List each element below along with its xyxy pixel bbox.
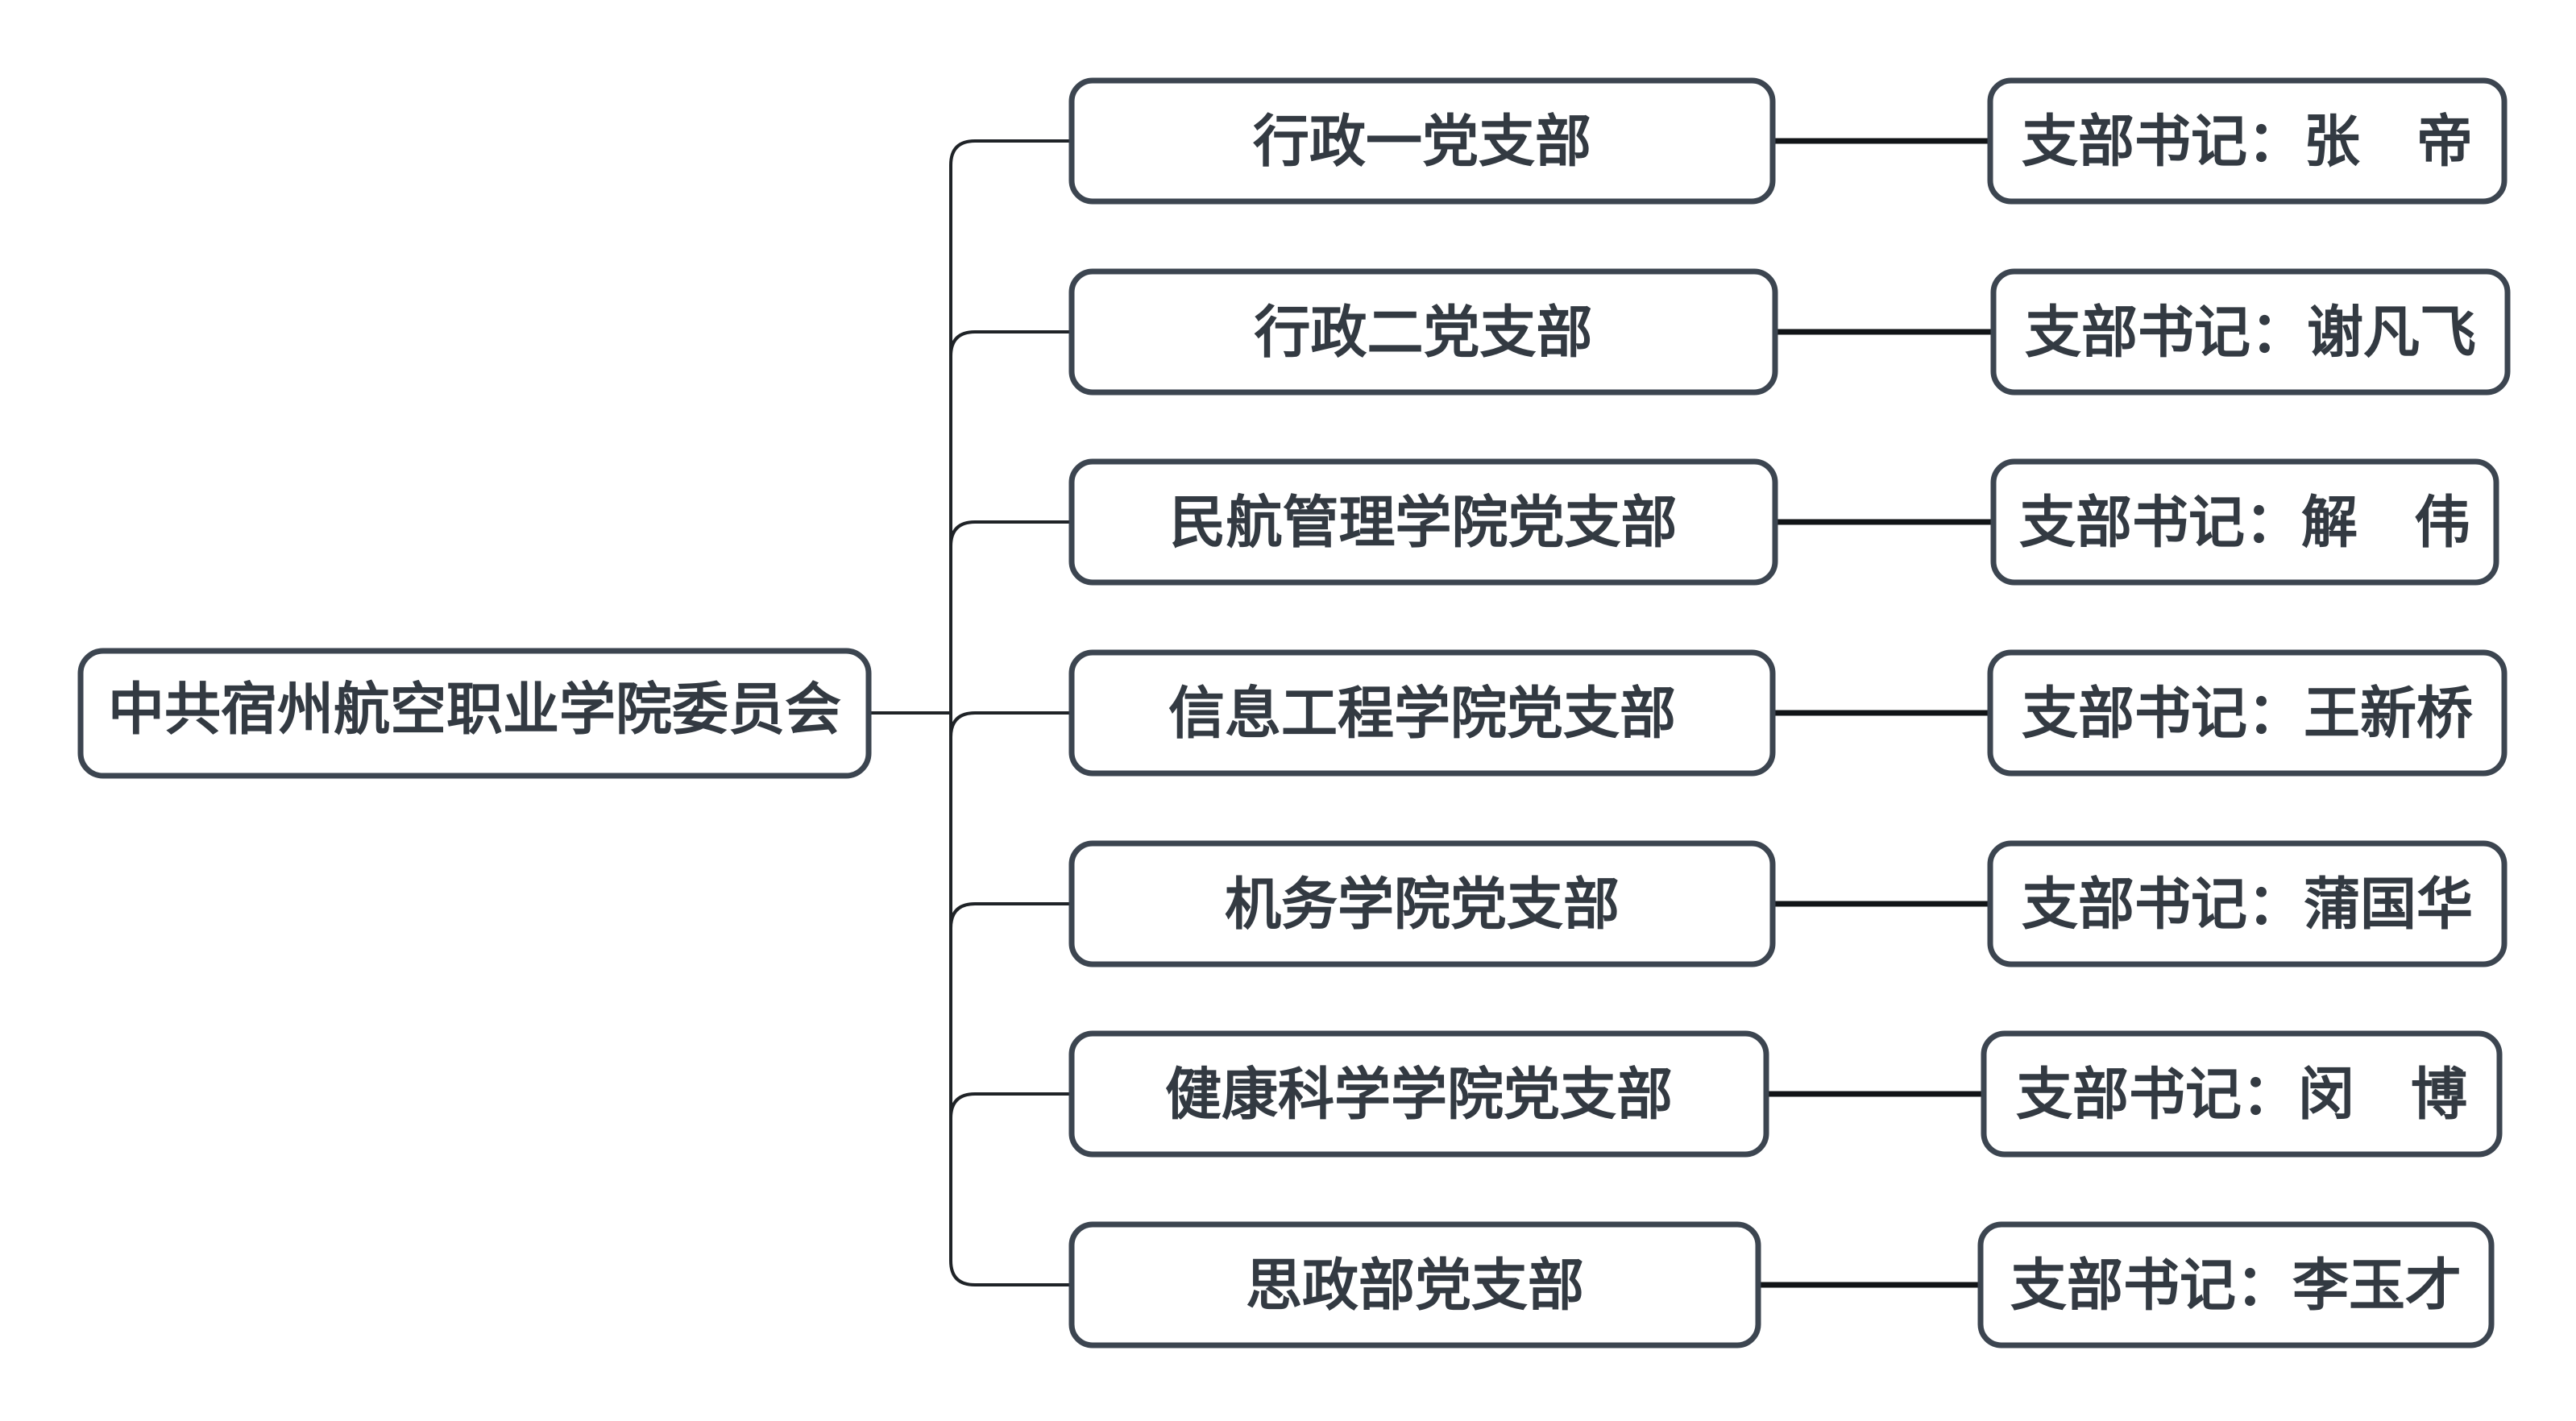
secretary-node-box xyxy=(1981,1030,2503,1158)
secretary-node: 支部书记：王新桥 xyxy=(1987,649,2508,777)
branch-name: 机务学院党支部 xyxy=(1225,871,1620,938)
branch-node-box xyxy=(1068,268,1778,396)
secretary-label: 支部书记：王新桥 xyxy=(2022,680,2473,747)
branch-name: 行政二党支部 xyxy=(1255,299,1593,366)
branch-node: 信息工程学院党支部 xyxy=(1068,649,1776,777)
branch-connector xyxy=(949,711,1072,738)
branch-node-box xyxy=(1068,77,1776,205)
branch-connector xyxy=(949,520,1072,547)
secretary-label: 支部书记：解 伟 xyxy=(2019,489,2470,556)
secretary-node-box xyxy=(1987,649,2508,777)
branch-node: 机务学院党支部 xyxy=(1068,840,1776,967)
secretary-node: 支部书记：闵 博 xyxy=(1981,1030,2503,1158)
secretary-node-box xyxy=(1987,840,2508,967)
branch-connector xyxy=(949,139,1072,166)
secretary-node-box xyxy=(1987,77,2508,205)
branch-connector xyxy=(949,1092,1072,1119)
secretary-node: 支部书记：解 伟 xyxy=(1990,458,2499,586)
branch-name: 民航管理学院党支部 xyxy=(1170,489,1678,556)
secretary-node: 支部书记：谢凡飞 xyxy=(1990,268,2511,396)
branch-connector xyxy=(949,330,1072,357)
connectors xyxy=(869,138,1993,1288)
branch-node: 思政部党支部 xyxy=(1068,1221,1761,1348)
branch-node: 健康科学学院党支部 xyxy=(1068,1030,1769,1158)
root-node: 中共宿州航空职业学院委员会 xyxy=(77,648,872,779)
branch-node: 行政二党支部 xyxy=(1068,268,1778,396)
secretary-label: 支部书记：张 帝 xyxy=(2022,108,2473,175)
secretary-label: 支部书记：李玉才 xyxy=(2010,1252,2462,1319)
branch-name: 行政一党支部 xyxy=(1253,108,1591,175)
secretary-label: 支部书记：谢凡飞 xyxy=(2025,299,2476,366)
branch-node-box xyxy=(1068,1030,1769,1158)
secretary-node-box xyxy=(1977,1221,2495,1348)
secretary-node-box xyxy=(1990,268,2511,396)
branch-name: 思政部党支部 xyxy=(1246,1252,1584,1319)
secretary-node: 支部书记：张 帝 xyxy=(1987,77,2508,205)
branch-name: 信息工程学院党支部 xyxy=(1168,680,1676,747)
branch-node-box xyxy=(1068,649,1776,777)
branch-node-box xyxy=(1068,458,1778,586)
branch-node-box xyxy=(1068,840,1776,967)
branch-name: 健康科学学院党支部 xyxy=(1165,1061,1673,1128)
branch-nodes: 行政一党支部行政二党支部民航管理学院党支部信息工程学院党支部机务学院党支部健康科… xyxy=(1068,77,1778,1348)
secretary-node-box xyxy=(1990,458,2499,586)
branch-connector xyxy=(949,1260,1072,1286)
branch-node-box xyxy=(1068,1221,1761,1348)
branch-node: 民航管理学院党支部 xyxy=(1068,458,1778,586)
secretary-label: 支部书记：蒲国华 xyxy=(2022,871,2473,938)
secretary-node: 支部书记：李玉才 xyxy=(1977,1221,2495,1348)
secretary-label: 支部书记：闵 博 xyxy=(2016,1061,2467,1128)
root-node-label: 中共宿州航空职业学院委员会 xyxy=(108,676,841,743)
branch-connector xyxy=(949,902,1072,929)
branch-node: 行政一党支部 xyxy=(1068,77,1776,205)
secretary-node: 支部书记：蒲国华 xyxy=(1987,840,2508,967)
root-node-box xyxy=(77,648,872,779)
